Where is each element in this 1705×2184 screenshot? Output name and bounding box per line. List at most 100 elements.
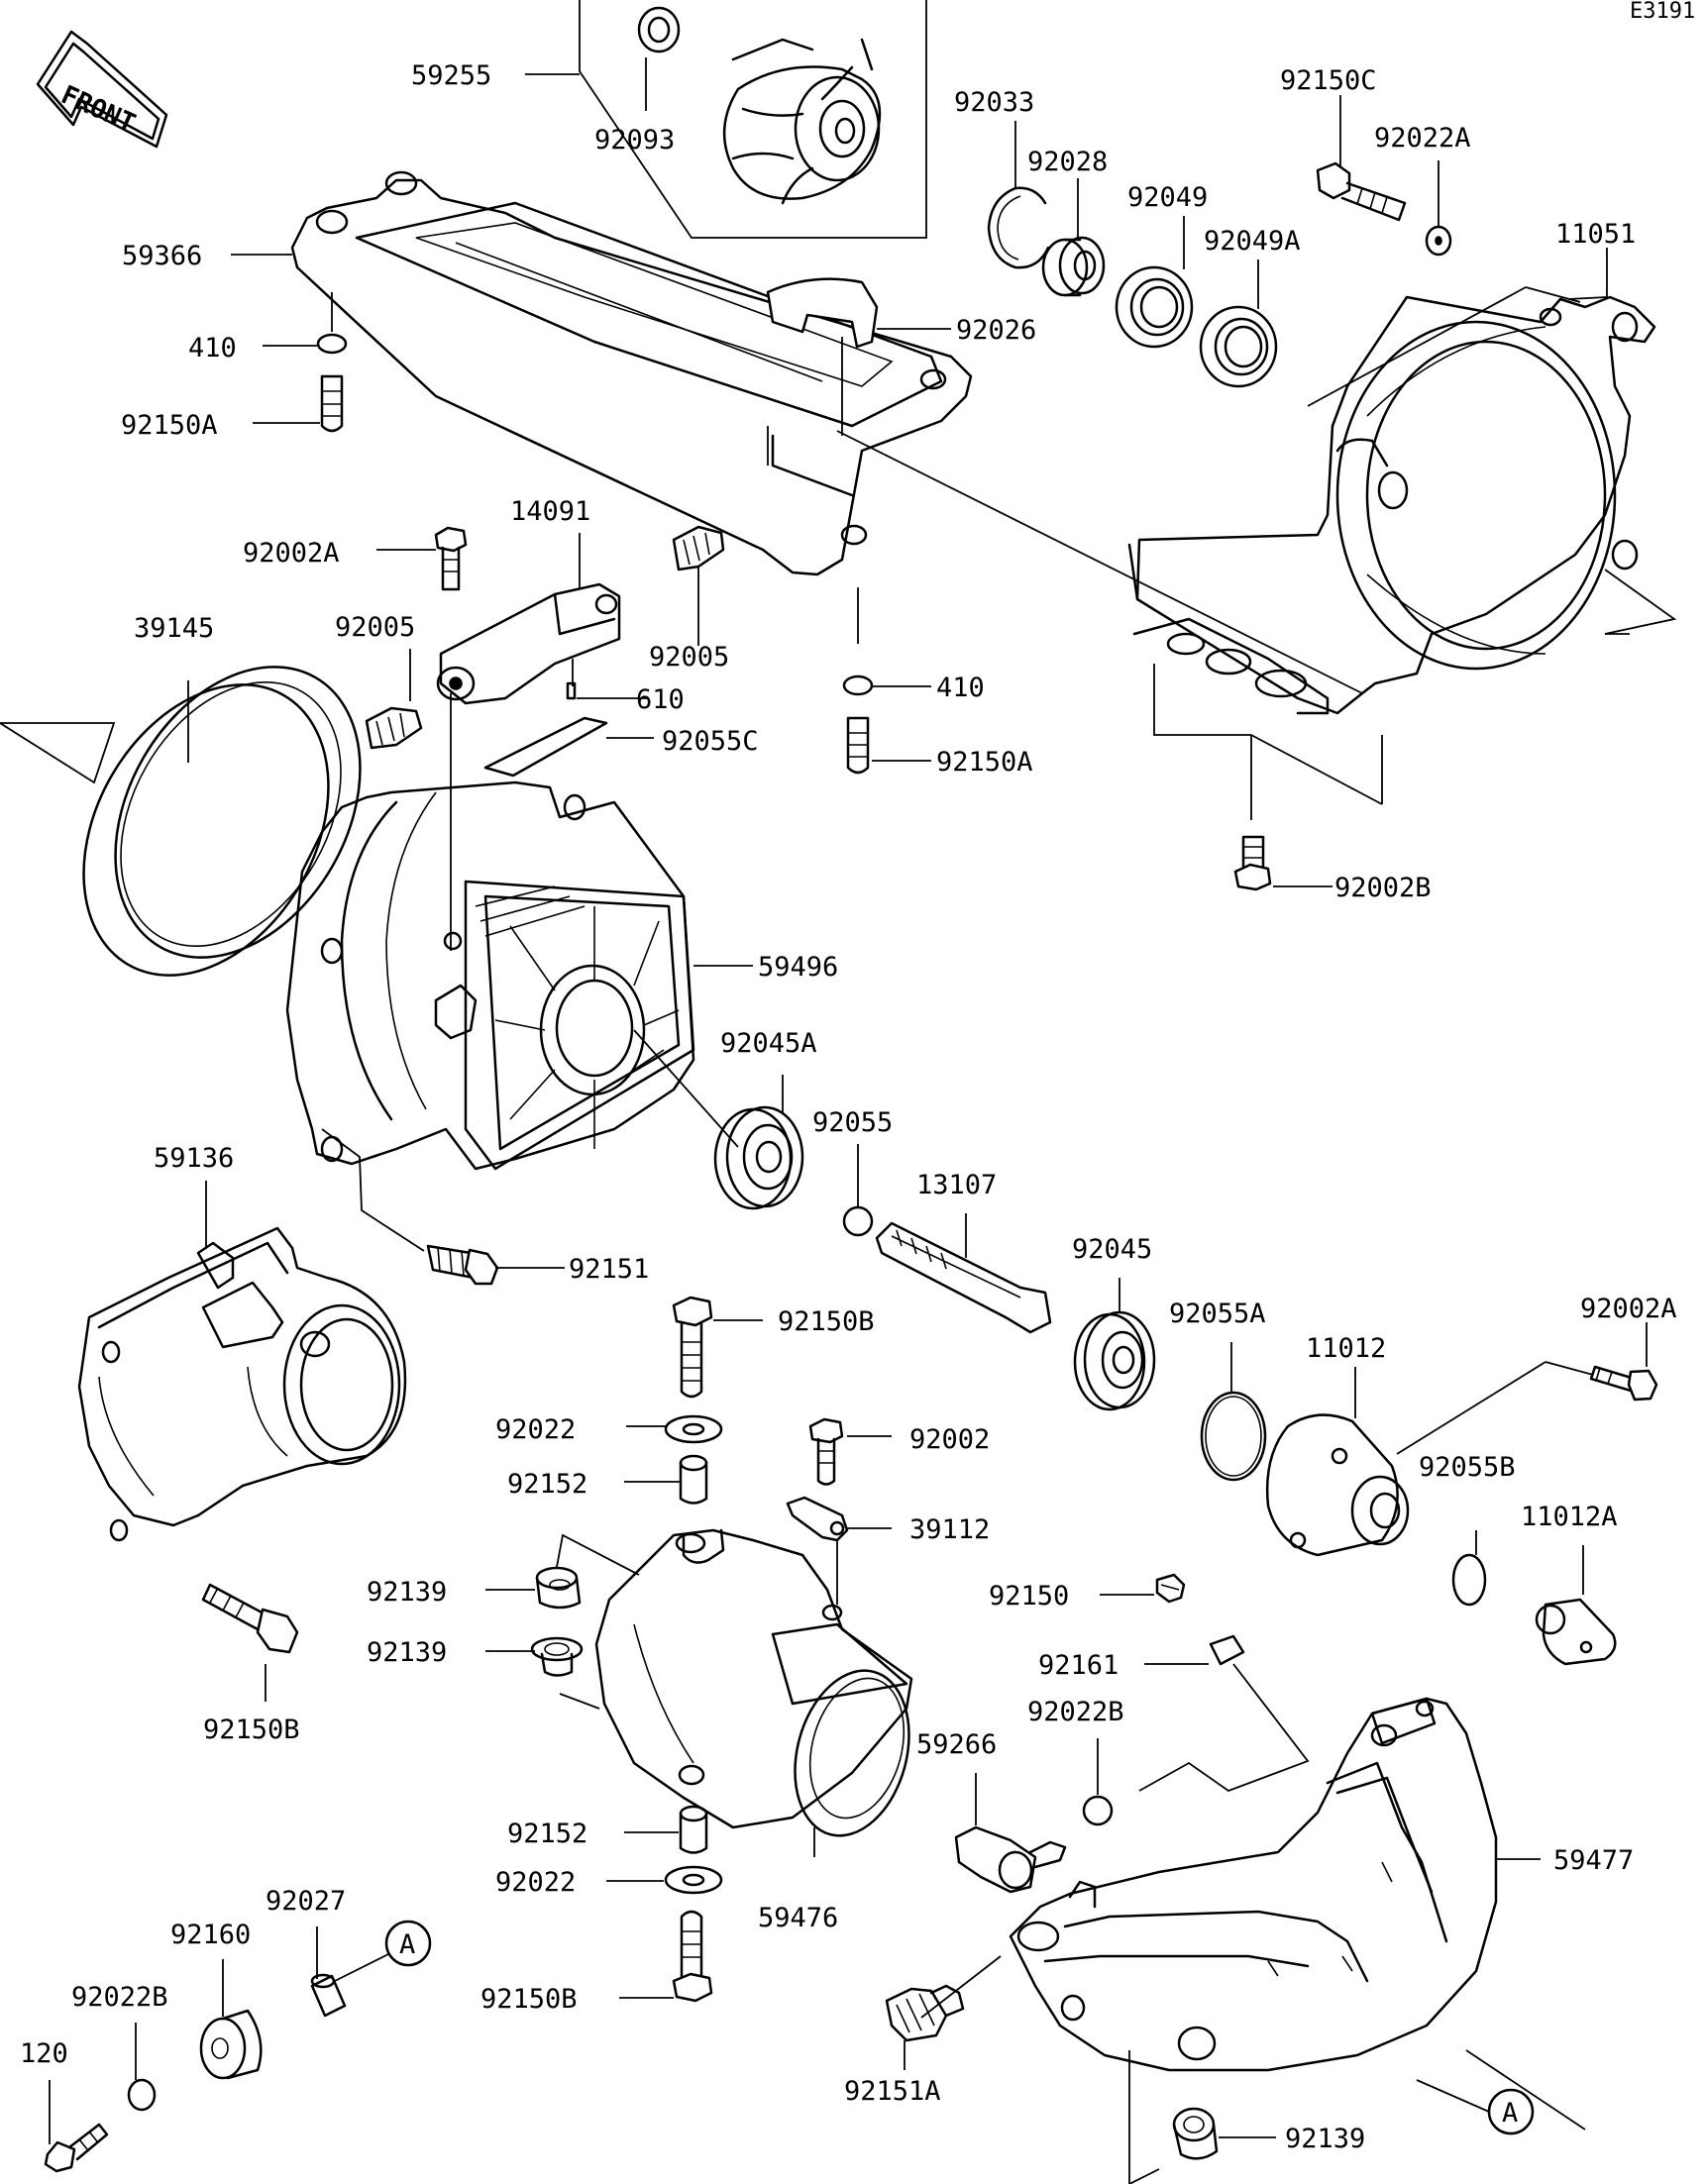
oil-seal-92049 <box>1115 265 1194 349</box>
o-ring-92055B <box>1451 1553 1487 1607</box>
steering-nozzle-59476 <box>594 1528 913 1837</box>
label-92002A-top: 92002A <box>243 538 340 569</box>
reference-marker-a-label-1: A <box>399 1929 415 1960</box>
collar-92152-top <box>679 1454 708 1505</box>
label-92026: 92026 <box>956 315 1036 346</box>
impeller <box>579 0 927 239</box>
collar-92028 <box>1041 236 1106 297</box>
washer-92022-bottom <box>664 1865 723 1895</box>
label-92045A: 92045A <box>720 1028 817 1059</box>
label-92049: 92049 <box>1127 182 1208 213</box>
bushing-92139-c <box>1172 2107 1219 2160</box>
label-92002B: 92002B <box>1334 873 1432 903</box>
ring-39145 <box>82 666 362 977</box>
label-92152-top: 92152 <box>507 1469 587 1500</box>
label-14091: 14091 <box>510 496 590 527</box>
label-92022B-mid: 92022B <box>1027 1697 1124 1727</box>
grease-nipple-92005-left <box>365 706 423 750</box>
leader-lines <box>0 57 1677 2184</box>
bolt-92150C <box>1316 161 1407 222</box>
label-92150B-mid: 92150B <box>778 1306 875 1337</box>
pump-case-59496 <box>285 780 695 1171</box>
label-92093: 92093 <box>594 125 675 156</box>
label-92160: 92160 <box>170 1920 251 1950</box>
label-92139-a: 92139 <box>367 1577 447 1608</box>
front-arrow-icon: FRONT <box>36 30 168 149</box>
label-92152-bottom: 92152 <box>507 1819 587 1849</box>
label-92005-left: 92005 <box>335 612 415 643</box>
lever-39112 <box>786 1496 849 1542</box>
washer-92022B-bottom <box>127 2078 157 2112</box>
label-92027: 92027 <box>266 1886 346 1917</box>
bolt-92150B-bottom <box>672 1910 713 2003</box>
part-labels: 59255 92093 92033 92028 92049 92049A 921… <box>20 60 1677 2154</box>
cap-11012A <box>1535 1598 1617 1666</box>
o-ring-92055A <box>1200 1391 1267 1482</box>
bolt-92150A-mid <box>846 716 870 775</box>
label-59255: 59255 <box>411 60 491 91</box>
label-39145: 39145 <box>134 613 214 644</box>
label-59476: 59476 <box>758 1903 838 1933</box>
bushing-92139-b <box>530 1636 584 1677</box>
label-92022-bottom: 92022 <box>495 1867 576 1898</box>
bearing-92045 <box>1073 1310 1156 1411</box>
label-92151A: 92151A <box>844 2076 941 2107</box>
label-92055B: 92055B <box>1419 1452 1516 1483</box>
label-610: 610 <box>636 684 685 715</box>
bolt-92151 <box>426 1244 499 1286</box>
collar-92152-bottom <box>679 1805 708 1854</box>
label-92005-right: 92005 <box>649 642 729 673</box>
stator-59136 <box>77 1226 407 1542</box>
label-92150: 92150 <box>989 1581 1069 1612</box>
label-13107: 13107 <box>916 1170 997 1200</box>
label-11012A: 11012A <box>1521 1502 1618 1532</box>
label-410-top: 410 <box>188 333 237 364</box>
reference-marker-a-1: A <box>384 1920 432 1967</box>
bolt-92150B-left <box>201 1583 299 1654</box>
label-92028: 92028 <box>1027 147 1108 177</box>
pump-cover-plate-59366 <box>290 170 973 576</box>
oil-seal-92049A <box>1199 305 1278 388</box>
label-11012: 11012 <box>1306 1333 1386 1364</box>
label-92055A: 92055A <box>1169 1299 1266 1329</box>
washer-410-top <box>316 333 348 355</box>
bolt-92002A-top <box>434 526 468 591</box>
label-120: 120 <box>20 2038 68 2069</box>
diagram-code: E3191 <box>1630 0 1695 24</box>
label-92002: 92002 <box>909 1424 990 1455</box>
label-59366: 59366 <box>122 241 202 271</box>
gasket-92055C <box>483 716 608 778</box>
grease-nipple-92005-right <box>672 525 725 572</box>
label-92055: 92055 <box>812 1107 893 1138</box>
cap-11012 <box>1265 1413 1410 1557</box>
label-59266: 59266 <box>916 1729 997 1760</box>
valve-59266 <box>954 1825 1067 1894</box>
label-11051: 11051 <box>1555 219 1636 250</box>
label-92002A-right: 92002A <box>1580 1294 1677 1324</box>
bolt-92151A <box>885 1984 965 2042</box>
label-92161: 92161 <box>1038 1650 1119 1681</box>
label-92139-c: 92139 <box>1285 2124 1365 2154</box>
washer-92022B-mid <box>1082 1795 1114 1826</box>
pump-bearing-housing-11051 <box>1127 295 1656 715</box>
label-92022B-bottom: 92022B <box>71 1982 168 2013</box>
reference-marker-a-label-2: A <box>1502 2098 1518 2129</box>
label-410-mid: 410 <box>936 673 985 703</box>
bolt-92150B-mid <box>672 1296 713 1399</box>
label-92150A-top: 92150A <box>121 410 218 441</box>
label-59136: 59136 <box>154 1143 234 1174</box>
cap-92161 <box>1209 1634 1245 1666</box>
label-92150B-bottom: 92150B <box>480 1984 578 2015</box>
bracket-92026 <box>766 277 879 349</box>
label-92049A: 92049A <box>1204 226 1301 257</box>
circlip-92033 <box>987 186 1050 269</box>
label-59496: 59496 <box>758 952 838 983</box>
damper-92160 <box>199 2009 263 2080</box>
label-92033: 92033 <box>954 87 1034 118</box>
pin-610 <box>566 681 577 700</box>
grease-fitting-block-14091 <box>436 582 621 705</box>
pump-shaft-13107 <box>875 1221 1052 1334</box>
label-92022A: 92022A <box>1374 123 1471 154</box>
label-92150A-mid: 92150A <box>936 747 1033 778</box>
